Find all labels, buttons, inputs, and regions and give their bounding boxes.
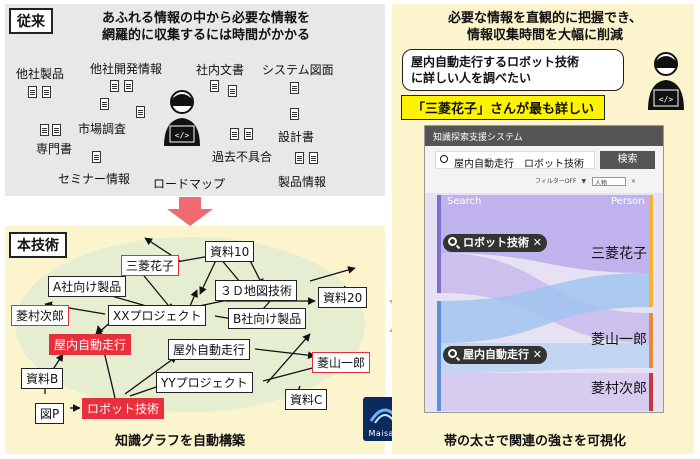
filter-funnel-icon: ▼ bbox=[581, 178, 587, 185]
flow-indoor-hanako bbox=[441, 273, 649, 343]
label-roadmap: ロードマップ bbox=[153, 177, 226, 191]
filter-toggle-label[interactable]: フィルターOFF bbox=[535, 178, 577, 185]
label-past-defects: 過去不具合 bbox=[212, 150, 273, 164]
person-hishiyama[interactable]: 菱山一郎 bbox=[591, 332, 647, 348]
result-heading-line1: 必要な情報を直観的に把握でき、 bbox=[447, 11, 643, 26]
target-bar-hanako bbox=[649, 195, 653, 307]
label-system-drawings: システム図面 bbox=[262, 63, 334, 77]
source-bar-indoor bbox=[437, 301, 441, 411]
search-row: 屋内自動走行 ロボット技術 検索 bbox=[435, 151, 655, 170]
answer-banner: 「三菱花子」さんが最も詳しい bbox=[401, 95, 606, 120]
document-icon bbox=[28, 86, 37, 98]
close-icon[interactable]: ✕ bbox=[532, 348, 542, 361]
target-bar-ryomura bbox=[649, 373, 653, 411]
document-icon bbox=[290, 108, 299, 120]
engineer-at-laptop-icon: </> bbox=[648, 52, 684, 110]
document-icon bbox=[124, 80, 133, 92]
source-bar-robot bbox=[437, 195, 441, 293]
node-ryomura-jiro: 菱村次郎 bbox=[11, 305, 70, 326]
search-chip-indoor[interactable]: 屋内自動走行 ✕ bbox=[443, 346, 547, 364]
document-icon bbox=[92, 151, 101, 163]
node-yy-project: YYプロジェクト bbox=[156, 372, 253, 393]
person-ryomura[interactable]: 菱村次郎 bbox=[591, 381, 647, 397]
label-market-research: 市場調査 bbox=[78, 122, 127, 136]
flow-indoor-ryomura bbox=[441, 373, 649, 411]
document-icon bbox=[244, 128, 253, 140]
node-shiryo-b: 資料B bbox=[21, 368, 64, 389]
result-heading: 必要な情報を直観的に把握でき、 情報収集時間を大幅に削減 bbox=[410, 10, 680, 44]
document-icon bbox=[52, 124, 61, 136]
question-line1: 屋内自動走行するロボット技術 bbox=[411, 55, 580, 69]
app-title: 知識探索支援システム bbox=[425, 126, 663, 146]
sankey-chart bbox=[425, 193, 663, 412]
search-chip-robot-label: ロボット技術 bbox=[463, 236, 529, 249]
search-query-text: 屋内自動走行 ロボット技術 bbox=[454, 159, 584, 170]
document-icon bbox=[42, 86, 51, 98]
magnifier-icon bbox=[448, 349, 457, 358]
search-icon bbox=[440, 155, 448, 163]
document-icon bbox=[40, 124, 49, 136]
node-3d-map: ３Ｄ地図技術 bbox=[215, 280, 298, 301]
svg-text:</>: </> bbox=[175, 131, 190, 140]
search-chip-robot[interactable]: ロボット技術 ✕ bbox=[443, 234, 547, 252]
node-a-product: A社向け製品 bbox=[48, 276, 127, 297]
label-other-dev-info: 他社開発情報 bbox=[90, 62, 163, 76]
document-icon bbox=[100, 98, 109, 110]
knowledge-search-app: 知識探索支援システム 屋内自動走行 ロボット技術 検索 フィルターOFF ▼ 人… bbox=[424, 125, 664, 413]
label-internal-docs: 社内文書 bbox=[196, 63, 245, 77]
filter-row: フィルターOFF ▼ 人物 × bbox=[535, 176, 636, 187]
document-icon bbox=[136, 106, 145, 118]
result-caption: 帯の太さで関連の強さを可視化 bbox=[444, 434, 627, 449]
label-other-products: 他社製品 bbox=[16, 67, 65, 81]
document-icon bbox=[290, 82, 299, 94]
question-line2: に詳しい人を調べたい bbox=[411, 71, 532, 85]
proposed-tag: 本技術 bbox=[9, 232, 67, 258]
filter-select[interactable]: 人物 bbox=[591, 177, 626, 187]
search-chip-indoor-label: 屋内自動走行 bbox=[463, 348, 529, 361]
result-heading-line2: 情報収集時間を大幅に削減 bbox=[466, 28, 623, 43]
conventional-heading-line1: あふれる情報の中から必要な情報を bbox=[101, 11, 310, 26]
node-fig-p: 図P bbox=[35, 403, 65, 424]
conventional-panel bbox=[5, 4, 385, 196]
question-bubble: 屋内自動走行するロボット技術 に詳しい人を調べたい bbox=[402, 49, 624, 91]
document-icon bbox=[230, 128, 239, 140]
node-hishiyama-ichiro: 菱山一郎 bbox=[312, 352, 371, 373]
node-shiryo-c: 資料C bbox=[285, 389, 328, 410]
node-shiryo20: 資料20 bbox=[318, 287, 368, 308]
document-icon bbox=[228, 85, 237, 97]
person-hanako[interactable]: 三菱花子 bbox=[591, 246, 647, 262]
node-indoor-autonomous: 屋内自動走行 bbox=[49, 334, 132, 355]
engineer-at-laptop-icon: </> bbox=[164, 90, 200, 146]
node-shiryo10: 資料10 bbox=[205, 241, 255, 262]
document-icon bbox=[110, 80, 119, 92]
node-mitsubishi-hanako: 三菱花子 bbox=[121, 255, 180, 276]
down-arrow-icon bbox=[167, 197, 213, 226]
document-icon bbox=[309, 152, 318, 164]
node-robot-technology: ロボット技術 bbox=[82, 398, 165, 419]
node-xx-project: XXプロジェクト bbox=[108, 305, 207, 326]
close-icon[interactable]: ✕ bbox=[532, 236, 542, 249]
svg-text:</>: </> bbox=[659, 95, 674, 104]
search-button[interactable]: 検索 bbox=[600, 151, 655, 169]
label-product-info: 製品情報 bbox=[278, 175, 327, 189]
document-icon bbox=[295, 152, 304, 164]
flow-robot-hanako bbox=[441, 195, 649, 273]
maisart-logo-text: Maisart bbox=[368, 429, 402, 438]
document-icon bbox=[210, 80, 219, 92]
search-input[interactable]: 屋内自動走行 ロボット技術 bbox=[435, 151, 595, 170]
label-seminar-info: セミナー情報 bbox=[58, 172, 131, 186]
magnifier-icon bbox=[448, 237, 457, 246]
target-bar-hishiyama bbox=[649, 313, 653, 368]
proposed-caption: 知識グラフを自動構築 bbox=[115, 434, 246, 449]
node-outdoor-autonomous: 屋外自動走行 bbox=[168, 339, 251, 360]
node-b-product: B社向け製品 bbox=[228, 308, 307, 329]
column-search-label: Search bbox=[447, 196, 482, 207]
column-person-label: Person bbox=[611, 196, 645, 207]
conventional-tag: 従来 bbox=[9, 8, 53, 34]
label-design-docs: 設計書 bbox=[278, 130, 315, 144]
filter-clear-icon[interactable]: × bbox=[630, 178, 636, 185]
conventional-heading-line2: 網羅的に収集するには時間がかかる bbox=[101, 28, 310, 43]
conventional-heading: あふれる情報の中から必要な情報を 網羅的に収集するには時間がかかる bbox=[86, 10, 326, 44]
label-technical-books: 専門書 bbox=[36, 142, 73, 156]
